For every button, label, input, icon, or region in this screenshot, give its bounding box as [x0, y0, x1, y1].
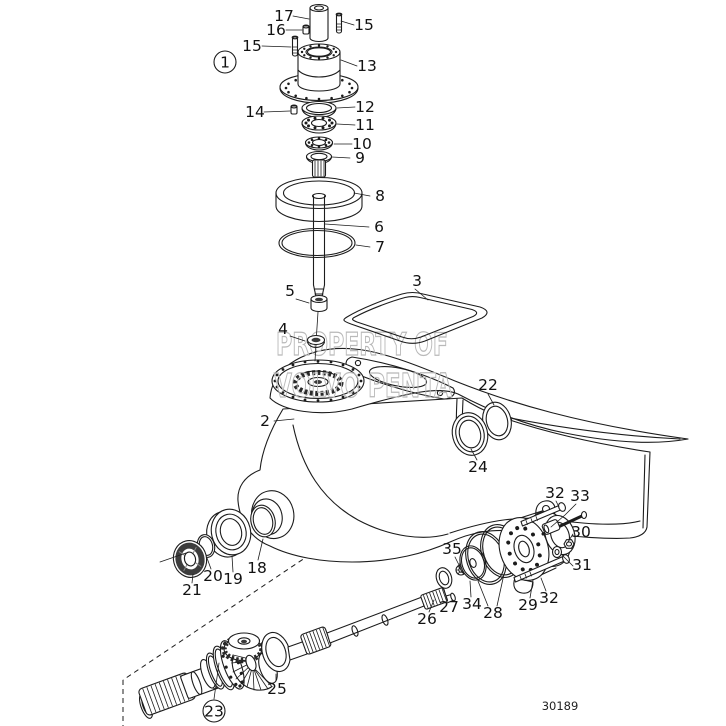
part-13-bearing-housing [279, 43, 359, 104]
watermark-line2: VOLVO PENTA [274, 366, 452, 405]
part-31-washer [551, 545, 563, 559]
circled-callout-1: 1 [213, 50, 237, 74]
callout-5: 5 [285, 282, 295, 300]
callout-32-upper: 32 [545, 484, 565, 502]
callout-25: 25 [267, 680, 287, 698]
crown-gear [221, 632, 265, 664]
part-30-plug [563, 539, 575, 549]
part-10-bearing [304, 136, 334, 151]
vertical-shaft-stack [275, 3, 363, 362]
driveshaft-bore-gear [271, 359, 365, 403]
shaft-thin-section [326, 596, 425, 644]
callout-27: 27 [439, 598, 459, 616]
callout-30: 30 [571, 523, 591, 541]
part-21-seal [172, 540, 208, 578]
callout-19: 19 [223, 570, 243, 588]
part-7-oring [278, 227, 356, 259]
part-18-oring [250, 504, 276, 538]
bearing-carrier-cluster [435, 500, 588, 594]
callout-29: 29 [518, 596, 538, 614]
leader-lines [159, 15, 577, 700]
part-24-seal-ring [451, 412, 489, 456]
callout-6: 6 [374, 218, 384, 236]
callout-15-left: 15 [242, 37, 262, 55]
callout-21: 21 [182, 581, 202, 599]
callout-2: 2 [260, 412, 270, 430]
part-15-stud-right [335, 12, 343, 34]
part-32-bolt-upper [520, 502, 566, 527]
part-8-gear-carrier [275, 176, 363, 223]
callout-labels: 17 15 16 15 13 12 14 11 10 9 8 6 7 3 5 4… [182, 7, 592, 698]
callout-32-lower: 32 [539, 589, 559, 607]
callout-7: 7 [375, 238, 385, 256]
part-11-bearing [301, 115, 337, 134]
propeller-shaft-assembly [138, 587, 456, 719]
part-14-pin [290, 104, 298, 115]
part-27-ring [435, 567, 453, 589]
callout-3: 3 [412, 272, 422, 290]
callout-8: 8 [375, 187, 385, 205]
callout-35: 35 [442, 540, 462, 558]
callout-9: 9 [355, 149, 365, 167]
callout-24: 24 [468, 458, 488, 476]
callout-14: 14 [245, 103, 265, 121]
circled-1-text: 1 [220, 54, 230, 72]
callout-34: 34 [462, 595, 482, 613]
circled-callout-23: 23 [202, 699, 226, 723]
watermark: PROPERTY OF VOLVO PENTA [273, 326, 453, 405]
watermark-line1: PROPERTY OF [276, 327, 448, 363]
callout-28: 28 [483, 604, 503, 622]
callout-11: 11 [355, 116, 375, 134]
part-16-pin [302, 24, 310, 35]
callout-18: 18 [247, 559, 267, 577]
callout-20: 20 [203, 567, 223, 585]
callout-10: 10 [352, 135, 372, 153]
figure-number: 30189 [542, 699, 579, 713]
callout-13: 13 [357, 57, 377, 75]
driveshaft-lower [312, 195, 326, 286]
circled-23-text: 23 [204, 703, 224, 721]
callout-15-right: 15 [354, 16, 374, 34]
callout-16: 16 [266, 21, 286, 39]
part-5-bushing [310, 294, 328, 313]
callout-31: 31 [572, 556, 592, 574]
callout-26: 26 [417, 610, 437, 628]
callout-4: 4 [278, 320, 288, 338]
part-17-sleeve [309, 3, 329, 43]
part-12-shim [301, 100, 337, 119]
callout-33: 33 [570, 487, 590, 505]
callout-22: 22 [478, 376, 498, 394]
callout-17: 17 [274, 7, 294, 25]
gasket [343, 291, 488, 344]
callout-12: 12 [355, 98, 375, 116]
part-33-stud [541, 510, 588, 536]
part-4-grommet [306, 334, 326, 349]
part-15-stud-left [291, 35, 299, 57]
